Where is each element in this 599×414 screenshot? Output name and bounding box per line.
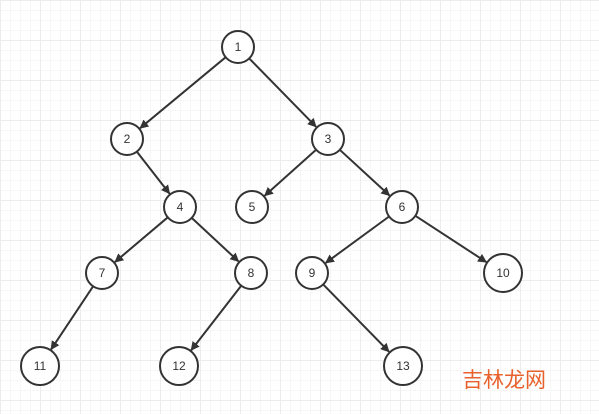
watermark-text: 吉林龙网 xyxy=(462,368,546,392)
tree-node-7: 7 xyxy=(85,256,119,290)
node-label: 4 xyxy=(177,200,184,214)
node-label: 8 xyxy=(248,266,255,280)
node-label: 6 xyxy=(399,200,406,214)
node-circle xyxy=(234,256,268,290)
tree-node-4: 4 xyxy=(163,190,197,224)
tree-node-13: 13 xyxy=(383,346,423,386)
node-label: 13 xyxy=(396,359,410,373)
node-circle xyxy=(235,190,269,224)
edge-n1-n2 xyxy=(139,56,227,129)
node-circle xyxy=(483,253,523,293)
node-circle xyxy=(163,190,197,224)
tree-node-8: 8 xyxy=(234,256,268,290)
node-label: 12 xyxy=(172,359,186,373)
edge-n8-n12 xyxy=(190,285,242,351)
tree-node-10: 10 xyxy=(483,253,523,293)
edge-n4-n7 xyxy=(114,216,169,263)
edge-n4-n8 xyxy=(191,217,240,263)
node-label: 9 xyxy=(309,266,316,280)
node-circle xyxy=(295,256,329,290)
tree-node-3: 3 xyxy=(311,122,345,156)
node-circle xyxy=(159,346,199,386)
edge-n6-n10 xyxy=(414,214,488,263)
edge-n7-n11 xyxy=(50,285,94,351)
node-circle xyxy=(385,190,419,224)
tree-node-11: 11 xyxy=(20,346,60,386)
node-label: 2 xyxy=(124,132,131,146)
node-circle xyxy=(110,122,144,156)
edges xyxy=(50,56,488,353)
node-label: 3 xyxy=(325,132,332,146)
tree-node-6: 6 xyxy=(385,190,419,224)
node-circle xyxy=(20,346,60,386)
tree-node-5: 5 xyxy=(235,190,269,224)
node-label: 7 xyxy=(99,266,106,280)
edge-n1-n3 xyxy=(248,57,317,128)
node-circle xyxy=(85,256,119,290)
tree-node-2: 2 xyxy=(110,122,144,156)
tree-node-12: 12 xyxy=(159,346,199,386)
edge-n6-n9 xyxy=(324,215,390,264)
tree-node-1: 1 xyxy=(221,30,255,64)
node-circle xyxy=(311,122,345,156)
node-label: 10 xyxy=(496,266,510,280)
node-circle xyxy=(383,346,423,386)
edge-n2-n4 xyxy=(136,150,171,195)
edge-n9-n13 xyxy=(322,283,390,353)
edge-n3-n6 xyxy=(339,149,391,197)
node-label: 5 xyxy=(249,200,256,214)
node-circle xyxy=(221,30,255,64)
node-label: 1 xyxy=(235,40,242,54)
edge-n3-n5 xyxy=(264,148,317,197)
node-label: 11 xyxy=(34,359,47,373)
tree-node-9: 9 xyxy=(295,256,329,290)
